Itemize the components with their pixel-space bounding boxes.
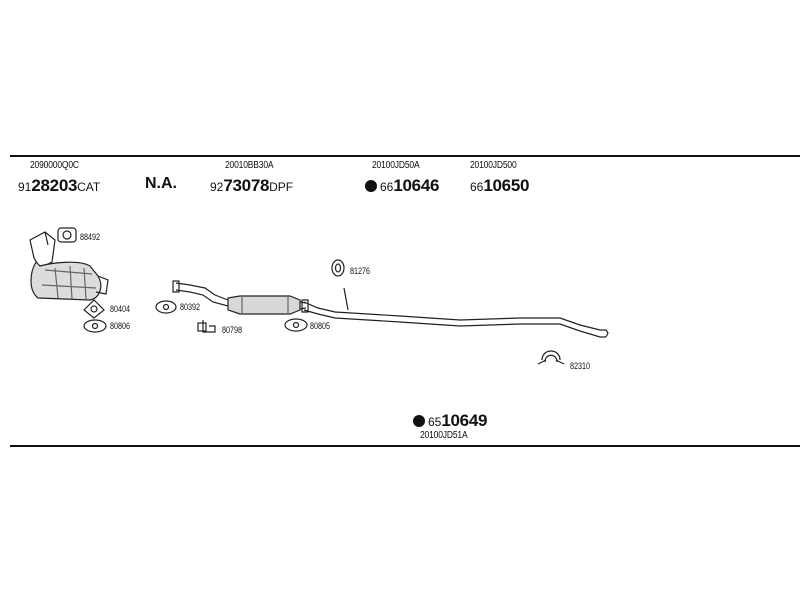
part-suffix: CAT — [77, 180, 101, 194]
part-prefix: 66 — [380, 180, 394, 194]
catalytic-converter-icon[interactable] — [29, 231, 109, 301]
part-main-number: 10649 — [441, 411, 488, 430]
bottom-divider — [10, 445, 800, 447]
part-main-number: 10650 — [483, 176, 530, 195]
gasket-80404-icon[interactable] — [83, 299, 105, 319]
oe-number-catalyst: 2090000Q0C — [30, 160, 79, 171]
oe-number-dpf: 20010BB30A — [225, 160, 274, 171]
clamp-82310-icon[interactable] — [537, 350, 565, 365]
diesel-particulate-filter-icon[interactable] — [172, 280, 307, 315]
availability-dot-icon — [413, 415, 425, 427]
gasket-80806-icon[interactable] — [83, 319, 107, 333]
middle-pipe-icon[interactable] — [301, 287, 609, 338]
part-prefix: 66 — [470, 180, 484, 194]
part-prefix: 91 — [18, 180, 32, 194]
label-88492: 88492 — [80, 232, 101, 242]
label-80392: 80392 — [180, 302, 201, 312]
oe-number-middle-pipe: 20100JD50A — [372, 160, 420, 171]
label-81276: 81276 — [350, 266, 371, 276]
part-number-catalyst[interactable]: 9128203CAT — [18, 177, 100, 195]
label-80805: 80805 — [310, 321, 331, 331]
not-available-label: N.A. — [145, 175, 177, 192]
label-80806: 80806 — [110, 321, 131, 331]
part-main-number: 28203 — [31, 176, 78, 195]
label-80404: 80404 — [110, 304, 131, 314]
rubber-ring-81276-icon[interactable] — [331, 259, 345, 277]
clamp-80798-icon[interactable] — [197, 320, 216, 333]
gasket-80392-icon[interactable] — [155, 300, 177, 314]
part-number-middle-pipe[interactable]: 6610646 — [365, 177, 439, 195]
part-prefix: 92 — [210, 180, 224, 194]
label-82310: 82310 — [570, 361, 591, 371]
part-number-rear-pipe[interactable]: 6610650 — [470, 177, 529, 195]
part-prefix: 65 — [428, 415, 442, 429]
gasket-80805-icon[interactable] — [284, 318, 308, 332]
part-number-dpf[interactable]: 9273078DPF — [210, 177, 293, 195]
gasket-88492-icon[interactable] — [57, 227, 77, 243]
availability-dot-icon — [365, 180, 377, 192]
part-main-number: 10646 — [393, 176, 440, 195]
label-80798: 80798 — [222, 325, 243, 335]
part-suffix: DPF — [269, 180, 294, 194]
part-number-bottom-pipe[interactable]: 6510649 — [413, 412, 487, 430]
part-main-number: 73078 — [223, 176, 270, 195]
oe-number-rear-pipe: 20100JD500 — [470, 160, 517, 171]
oe-number-bottom-pipe: 20100JD51A — [420, 430, 468, 441]
top-divider — [10, 155, 800, 157]
